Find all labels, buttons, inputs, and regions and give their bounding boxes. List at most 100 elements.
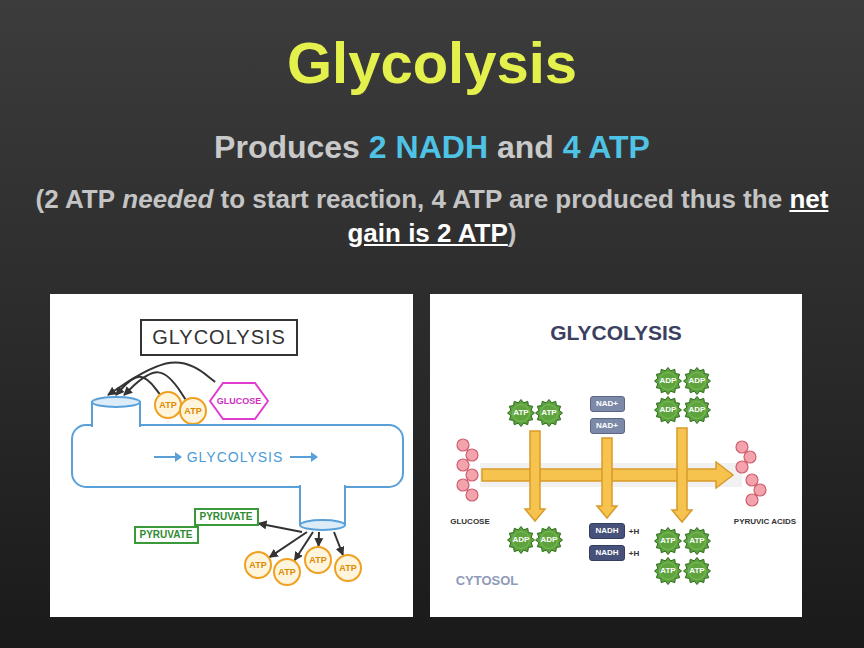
node-text: GLUCOSE <box>217 396 262 406</box>
down-arrow <box>672 428 692 522</box>
circle-outline <box>335 555 361 581</box>
note-text: (2 ATP <box>36 184 115 214</box>
molecule-blob: ATP <box>683 527 711 555</box>
molecule-blob: ADP <box>683 367 711 395</box>
panel-title: GLYCOLYSIS <box>550 321 682 345</box>
summary-highlight: 4 ATP <box>563 129 650 165</box>
connector-arrow <box>270 532 307 557</box>
node-text: ATP <box>689 536 704 545</box>
blob-outline <box>655 368 682 395</box>
node-text: ADP <box>689 405 706 414</box>
molecule-blob: ADP <box>683 396 711 424</box>
node-text: PYRUVATE <box>140 529 193 541</box>
connector-arrow <box>259 523 303 532</box>
nadh-box: NADH <box>589 545 625 561</box>
blob-outline <box>536 400 563 427</box>
molecule-blob: ADP <box>654 367 682 395</box>
molecule-blob: ATP <box>654 527 682 555</box>
cylinder-opening <box>300 520 345 530</box>
blob-outline <box>684 528 711 555</box>
molecule-blob: ADP <box>535 526 563 554</box>
circle-outline <box>274 559 300 585</box>
ion-label: +H <box>629 527 639 536</box>
molecule-blob: ATP <box>535 399 563 427</box>
node-text: NADH <box>595 526 618 535</box>
down-arrow <box>597 438 617 518</box>
tube-band <box>72 425 403 487</box>
node-text: NAD+ <box>596 421 618 430</box>
summary-highlight: 2 NADH <box>369 129 488 165</box>
cylinder-opening <box>92 397 140 407</box>
blob-outline <box>508 527 535 554</box>
nadh-box: NADH <box>589 523 625 539</box>
blob-outline <box>655 558 682 585</box>
cylinder-side <box>344 485 346 525</box>
node-text: ATP <box>339 563 356 573</box>
node-text: ATP <box>513 408 528 417</box>
region-label: CYTOSOL <box>456 573 519 588</box>
node-text: ATP <box>159 400 176 410</box>
flow-arrow <box>290 456 312 458</box>
down-arrow <box>525 431 545 521</box>
blob-ring <box>513 532 530 549</box>
circle-outline <box>305 547 331 573</box>
connector-arrow <box>318 532 321 546</box>
pyruvate-molecule <box>736 441 766 506</box>
atp-circle: ATP <box>179 397 207 425</box>
ion-label: +H <box>629 549 639 558</box>
blob-ring <box>689 533 706 550</box>
blob-outline <box>655 528 682 555</box>
node-text: ATP <box>249 560 266 570</box>
node-text: ADP <box>689 376 706 385</box>
blob-ring <box>660 373 677 390</box>
summary-line: Produces2 NADHand4 ATP <box>0 126 864 168</box>
blob-ring <box>689 563 706 580</box>
note-emphasis: needed <box>122 184 213 214</box>
node-text: GLYCOLYSIS <box>152 326 286 349</box>
note-line: (2 ATPneeded to start reaction, 4 ATP are… <box>22 182 842 250</box>
node-text: ATP <box>660 566 675 575</box>
blob-ring <box>660 563 677 580</box>
connector-arrow <box>334 532 343 555</box>
flow-arrowhead <box>311 452 318 462</box>
molecule-blob: ATP <box>654 557 682 585</box>
blob-outline <box>684 397 711 424</box>
atp-circle: ATP <box>304 546 332 574</box>
pyruvate-box: PYRUVATE <box>134 526 199 544</box>
node-text: ATP <box>309 555 326 565</box>
summary-text: Produces <box>214 129 360 165</box>
slide-title: Glycolysis <box>287 30 577 95</box>
molecule-blob: ADP <box>507 526 535 554</box>
blob-ring <box>689 402 706 419</box>
blob-ring <box>513 405 530 422</box>
hexagon-outline <box>210 383 268 419</box>
left-panel <box>50 294 413 617</box>
blob-outline <box>508 400 535 427</box>
atp-circle: ATP <box>334 554 362 582</box>
node-text: ATP <box>541 408 556 417</box>
node-text: ATP <box>278 567 295 577</box>
node-text: ATP <box>184 406 201 416</box>
note-text: to start reaction, 4 ATP are produced th… <box>221 184 783 214</box>
cylinder-side <box>139 401 141 427</box>
nad-box: NAD+ <box>590 396 625 412</box>
connector-arrow <box>108 363 215 395</box>
node-text: ADP <box>541 535 558 544</box>
atp-circle: ATP <box>244 551 272 579</box>
circle-outline <box>155 392 181 418</box>
blob-ring <box>660 402 677 419</box>
flow-arrowhead <box>175 452 182 462</box>
blob-ring <box>541 405 558 422</box>
node-text: NADH <box>595 548 618 557</box>
glucose-molecule <box>457 439 478 501</box>
molecule-label: GLUCOSE <box>450 517 490 526</box>
circle-outline <box>180 398 206 424</box>
cylinder-side <box>91 401 93 427</box>
node-text: ADP <box>513 535 530 544</box>
pyruvate-box: PYRUVATE <box>194 508 259 526</box>
molecule-blob: ATP <box>683 557 711 585</box>
node-text: ADP <box>660 376 677 385</box>
